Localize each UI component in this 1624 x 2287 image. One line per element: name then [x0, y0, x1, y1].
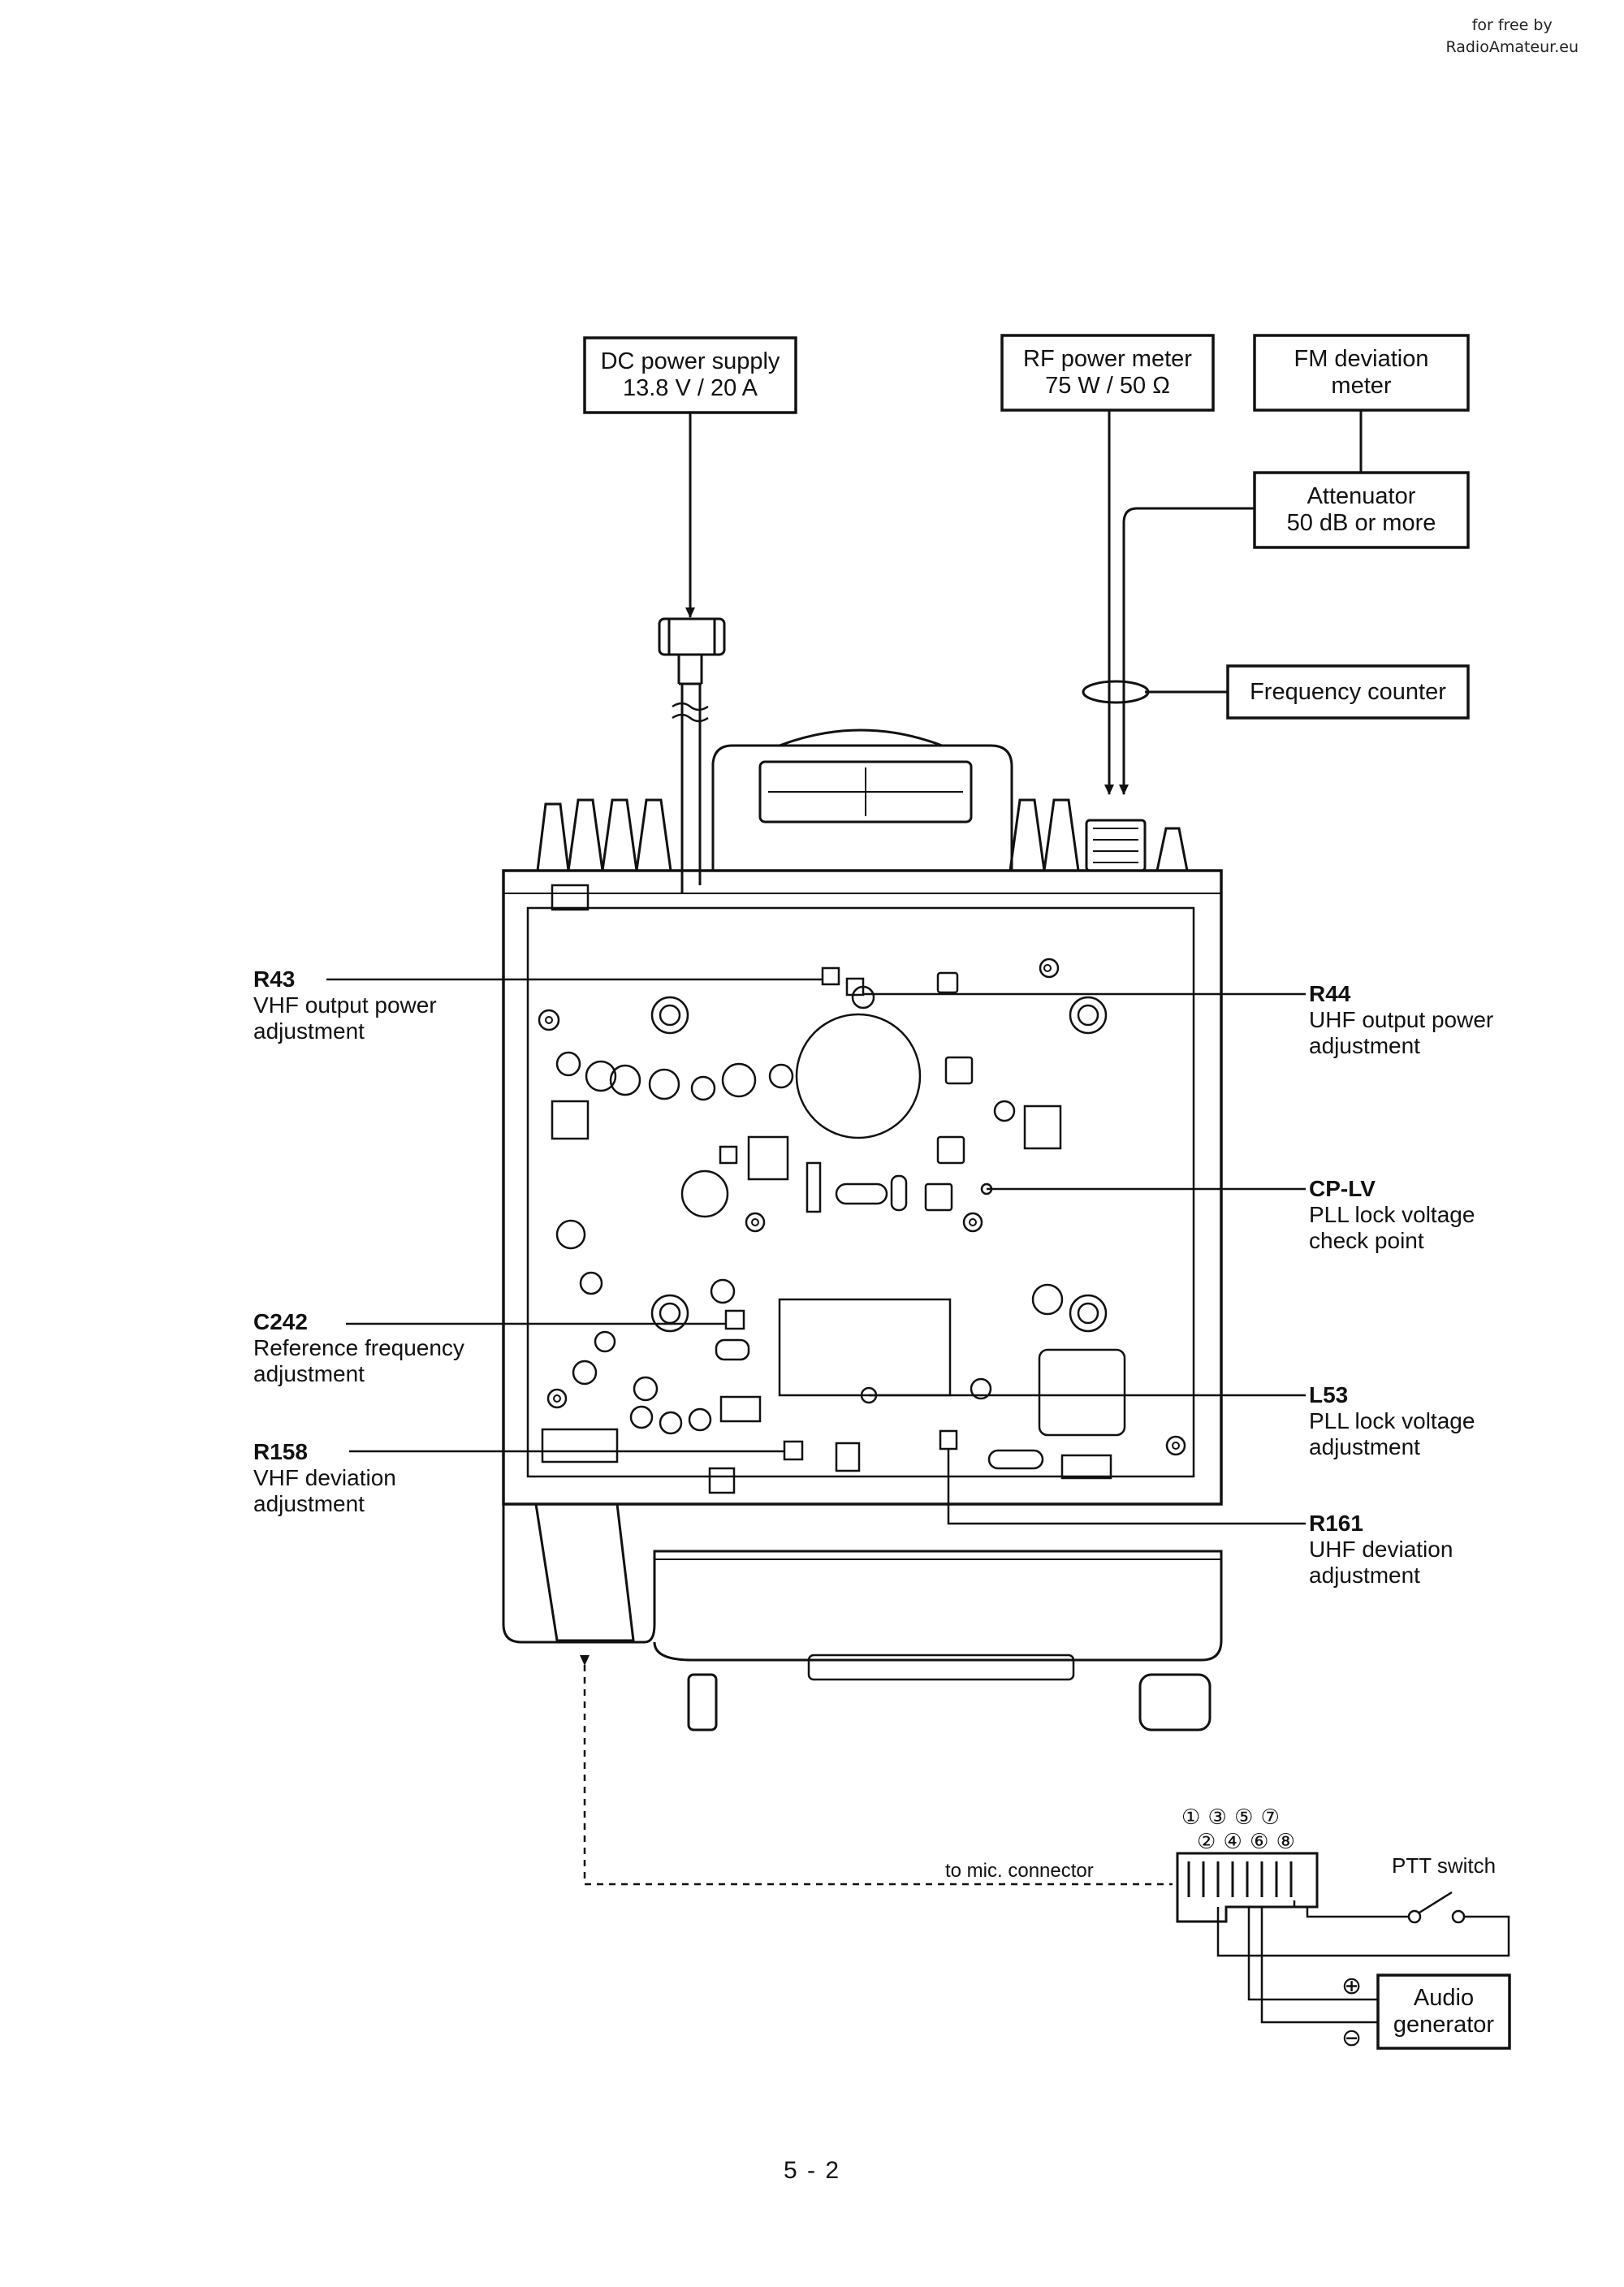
- mic-dashed-line: [580, 1655, 1173, 1886]
- callout-r161: R161 UHF deviation adjustment: [1309, 1511, 1453, 1589]
- mic-connector: [1176, 1852, 1319, 1923]
- callout-r44-ref: R44: [1309, 981, 1351, 1006]
- mic-pins-top: ① ③ ⑤ ⑦: [1181, 1805, 1281, 1829]
- top-cover: [711, 744, 1013, 871]
- top-knob: [779, 728, 943, 747]
- rf-power-meter-line-2: 75 W / 50 Ω: [1045, 373, 1170, 399]
- callout-c242-line-1: Reference frequency: [253, 1335, 464, 1360]
- callout-c242: C242 Reference frequency adjustment: [253, 1309, 464, 1387]
- attenuator-line: [1119, 507, 1255, 795]
- callout-cp-lv: CP-LV PLL lock voltage check point: [1309, 1176, 1475, 1254]
- callout-l53-ref: L53: [1309, 1382, 1349, 1407]
- frequency-counter-label: Frequency counter: [1228, 666, 1468, 718]
- callout-cp-lv-ref: CP-LV: [1309, 1176, 1376, 1201]
- rf-power-meter-label: RF power meter 75 W / 50 Ω: [1002, 335, 1213, 410]
- pickup-loop: [1082, 680, 1150, 704]
- mic-pins-bottom: ② ④ ⑥ ⑧: [1197, 1829, 1296, 1853]
- page-number: 5 - 2: [783, 2157, 841, 2184]
- callout-r44-line-2: adjustment: [1309, 1033, 1420, 1058]
- front-panel: [502, 1504, 1223, 1662]
- audio-generator-label: Audio generator: [1378, 1975, 1510, 2048]
- callout-r44: R44 UHF output power adjustment: [1309, 981, 1493, 1059]
- attenuator-label: Attenuator 50 dB or more: [1255, 473, 1468, 547]
- callout-r43-line-1: VHF output power: [253, 992, 437, 1018]
- callout-leaders: [326, 978, 1306, 1525]
- callout-r44-line-1: UHF output power: [1309, 1007, 1494, 1032]
- dc-plug: [658, 617, 726, 893]
- screws: [545, 964, 1180, 1450]
- callout-cp-lv-line-2: check point: [1309, 1228, 1424, 1253]
- callout-l53: L53 PLL lock voltage adjustment: [1309, 1382, 1475, 1460]
- heat-sink: [536, 798, 1189, 871]
- mic-wiring: [1216, 1891, 1510, 2024]
- callout-r43-line-2: adjustment: [253, 1018, 365, 1044]
- attenuator-line-1: Attenuator: [1307, 483, 1416, 509]
- front-right-knob: [1138, 1673, 1212, 1731]
- callout-l53-line-2: adjustment: [1309, 1434, 1420, 1459]
- watermark: for free by RadioAmateur.eu: [1445, 15, 1579, 58]
- callout-r158-line-1: VHF deviation: [253, 1465, 396, 1490]
- callout-c242-line-2: adjustment: [253, 1361, 365, 1386]
- mic-jack-housing: [534, 1503, 635, 1642]
- speaker-grille: [758, 760, 973, 824]
- callout-r161-line-2: adjustment: [1309, 1563, 1420, 1588]
- fm-deviation-meter-line-2: meter: [1331, 373, 1392, 399]
- frequency-counter-line-1: Frequency counter: [1250, 678, 1446, 705]
- audio-generator-box: [1376, 1974, 1511, 2050]
- callout-r43-ref: R43: [253, 966, 296, 992]
- mic-connector-label: to mic. connector: [945, 1860, 1094, 1882]
- dc-power-supply-line-2: 13.8 V / 20 A: [622, 375, 758, 401]
- front-display: [807, 1654, 1075, 1681]
- callout-l53-line-1: PLL lock voltage: [1309, 1408, 1475, 1433]
- dc-power-supply-label: DC power supply 13.8 V / 20 A: [585, 338, 796, 413]
- antenna-connector: [1085, 819, 1147, 872]
- fm-deviation-meter-line-1: FM deviation: [1294, 346, 1429, 372]
- watermark-line-2: RadioAmateur.eu: [1445, 38, 1579, 56]
- callout-c242-ref: C242: [253, 1309, 308, 1334]
- front-left-knob: [687, 1673, 718, 1731]
- audio-generator-line-1: Audio: [1413, 1985, 1475, 2011]
- rf-power-meter-line-1: RF power meter: [1023, 346, 1192, 372]
- callout-cp-lv-line-1: PLL lock voltage: [1309, 1202, 1475, 1227]
- attenuator-line-2: 50 dB or more: [1286, 510, 1436, 536]
- plus-terminal-icon: ⊕: [1341, 1973, 1363, 2000]
- rf-power-meter-box: [1000, 334, 1215, 412]
- pcb-components: [538, 884, 1186, 1494]
- callout-r161-ref: R161: [1309, 1511, 1363, 1536]
- callout-r158: R158 VHF deviation adjustment: [253, 1439, 396, 1517]
- fm-deviation-meter-label: FM deviation meter: [1255, 335, 1468, 410]
- callout-r161-line-1: UHF deviation: [1309, 1537, 1453, 1562]
- watermark-line-1: for free by: [1471, 16, 1553, 34]
- callout-r158-line-2: adjustment: [253, 1491, 365, 1516]
- pcb-outline: [526, 906, 1195, 1478]
- audio-generator-line-2: generator: [1393, 2012, 1495, 2038]
- callout-r158-ref: R158: [253, 1439, 308, 1464]
- minus-terminal-icon: ⊖: [1341, 2025, 1363, 2051]
- callout-r43: R43 VHF output power adjustment: [253, 966, 437, 1044]
- ptt-switch-label: PTT switch: [1392, 1853, 1497, 1878]
- dc-power-supply-line-1: DC power supply: [600, 348, 780, 374]
- chassis-frame: [502, 869, 1223, 1506]
